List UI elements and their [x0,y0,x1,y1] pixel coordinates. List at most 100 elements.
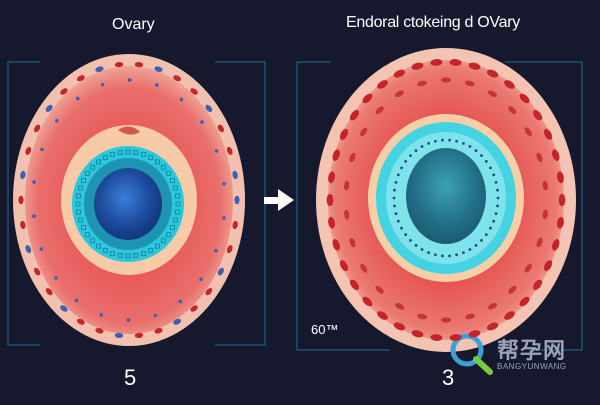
follicle-cell [117,150,123,156]
follicle-dot [400,226,403,230]
follicle-dot [489,166,492,170]
watermark-text: 帮孕网 [497,338,567,363]
follicle-dot [468,145,472,148]
follicle-dot [427,141,430,145]
follicle-dot [396,173,400,177]
follicle-cell [76,209,82,215]
follicle-dot [492,219,496,223]
follicle-dot [484,233,488,237]
follicle-dot [455,253,458,257]
tissue-vessel [360,127,368,137]
tissue-vessel [190,88,198,95]
tissue-vessel [532,110,543,121]
tissue-vessel [328,171,336,184]
tissue-vessel [326,194,334,206]
tissue-vessel [449,334,462,341]
follicle-dot [462,141,465,145]
follicle-cell [110,251,115,256]
tissue-vessel [430,59,443,66]
follicle-dot [441,254,444,258]
follicle-cell [154,159,160,165]
tissue-vessel [558,194,566,206]
tissue-vessel [487,302,498,310]
tissue-vessel [430,334,443,341]
tissue-vessel [393,322,406,331]
tissue-vessel [217,124,224,133]
tissue-vessel [536,152,543,163]
tissue-vessel [60,305,68,312]
follicle-dot [414,243,418,247]
tissue-vessel [173,318,182,325]
tissue-vessel [487,90,497,97]
follicle-dot [474,243,478,247]
tissue-cell [100,82,105,87]
follicle-cell [85,171,90,176]
follicle-dot [414,149,418,153]
tissue-vessel [542,180,548,191]
tissue-vessel [134,61,144,68]
tissue-vessel [532,279,543,290]
tissue-vessel [190,305,198,312]
tissue-vessel [154,66,163,72]
follicle-dot [480,238,483,242]
follicle-dot [494,212,498,216]
tissue-vessel [468,62,481,70]
tissue-vessel [349,279,360,290]
tissue-vessel [173,75,182,82]
follicle-cell [170,177,175,183]
tissue-vessel [375,106,384,115]
tissue-vessel [504,80,515,89]
follicle-cell [102,247,108,253]
tissue-vessel [344,209,350,220]
tissue-vessel [95,328,104,334]
tissue-vessel [76,318,85,325]
tissue-vessel [524,127,532,137]
tissue-vessel [25,146,32,155]
tissue-vessel [486,322,499,331]
tissue-vessel [114,61,124,68]
tissue-cell [222,181,226,186]
tissue-vessel [417,80,427,87]
follicle-dot [434,139,437,143]
tissue-vessel [349,237,356,248]
tissue-vessel [234,195,240,205]
tissue-vessel [556,171,564,184]
follicle-cell [78,217,83,223]
tissue-cell [214,149,219,153]
follicle-dot [448,254,451,258]
tissue-vessel [504,311,515,320]
tissue-vessel [393,69,406,78]
follicle-cell [125,149,131,155]
tissue-vessel [339,128,349,140]
follicle-dot [393,204,396,208]
tissue-vessel [486,69,499,78]
follicle-cell [166,171,171,176]
follicle-dot [484,159,488,163]
follicle-cell [154,243,160,249]
follicle-dot [420,145,424,148]
tissue-vessel [519,296,530,307]
follicle-cell [81,225,86,231]
tissue-vessel [375,286,384,294]
follicle-cell [175,201,181,207]
tissue-vessel [20,220,26,230]
tissue-vessel [551,239,560,251]
follicle-dot [489,226,492,230]
follicle-dot [396,219,400,223]
tissue-cell [40,147,44,152]
tissue-vessel [377,80,388,89]
tissue-vessel [60,88,68,95]
tissue-vessel [349,110,360,121]
follicle-cell [90,238,96,244]
follicle-dot [420,248,424,251]
follicle-cell [173,217,178,223]
tissue-vessel [465,313,475,320]
follicle-dot [392,196,396,200]
follicle-dot [404,159,408,163]
right-panel-number: 3 [442,365,455,390]
right-panel-side-note: 60™ [311,322,339,337]
tissue-vessel [441,317,452,323]
follicle-cell [133,150,139,156]
tissue-vessel [362,93,373,104]
